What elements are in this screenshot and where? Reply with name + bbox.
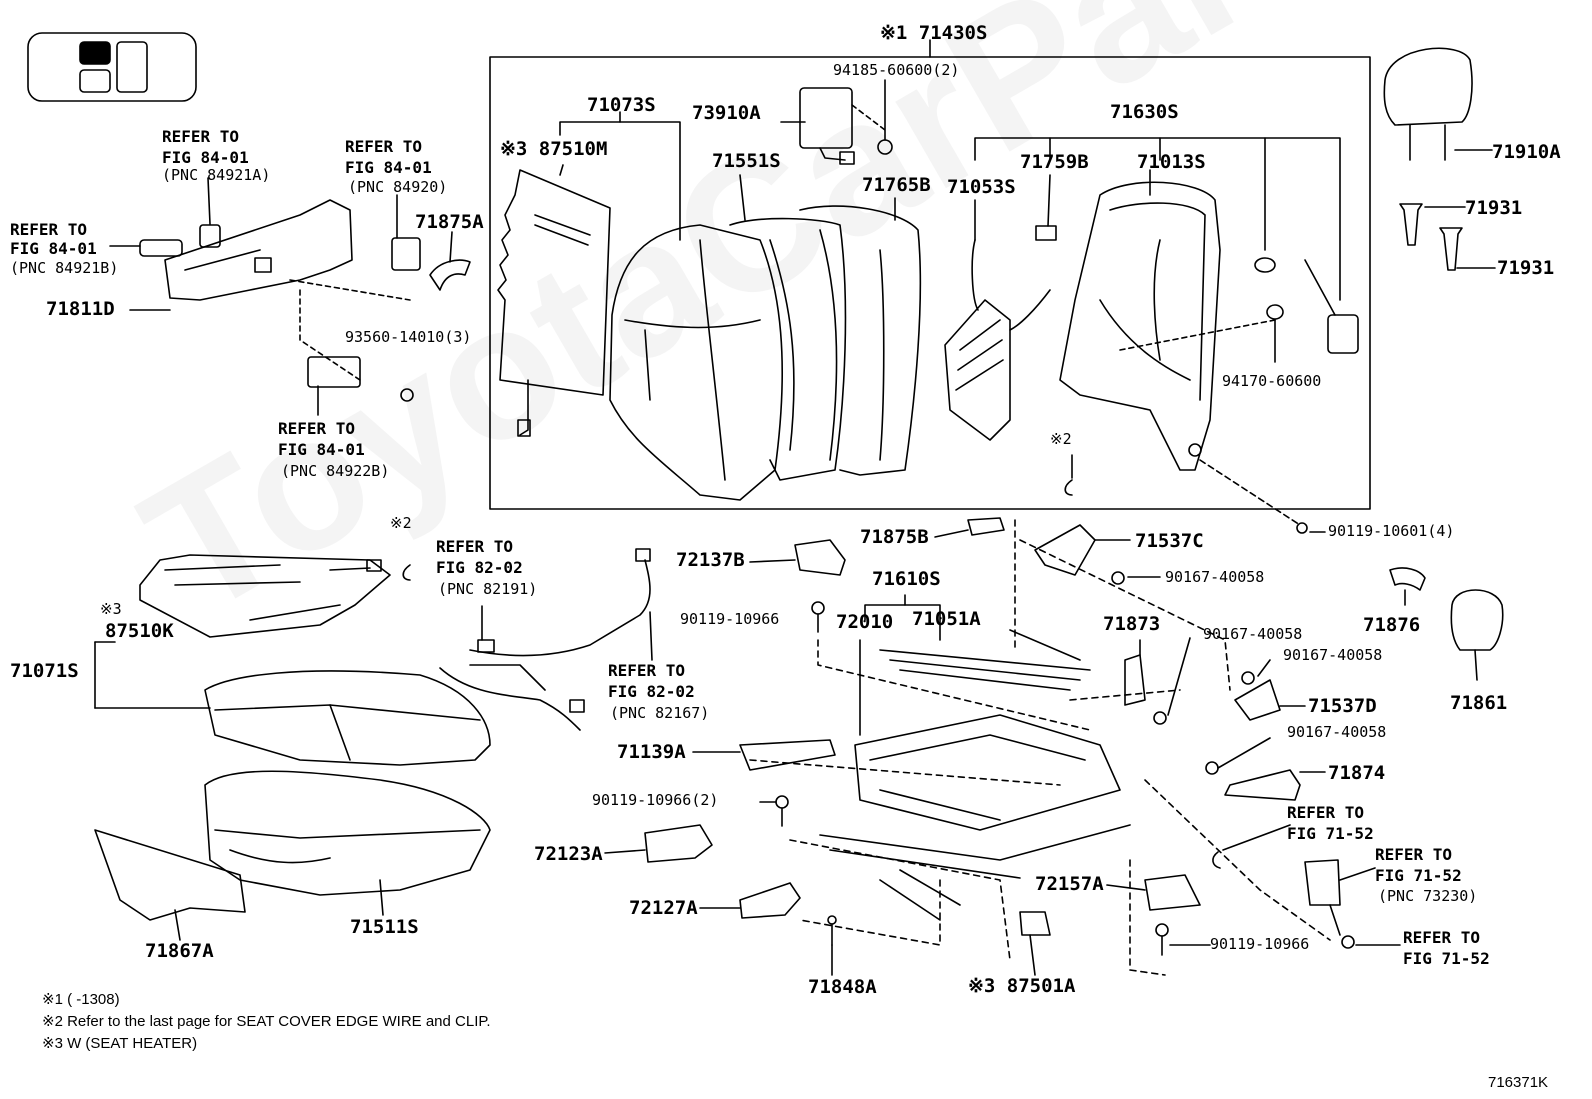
refer-84920-line3: (PNC 84920) — [348, 178, 448, 196]
refer-84921B-line2: FIG 84-01 — [10, 239, 97, 258]
part-label-90119-10966-b: 90119-10966(2) — [592, 791, 719, 809]
part-label-71873: 71873 — [1103, 613, 1161, 635]
part-label-71759B: 71759B — [1020, 151, 1089, 173]
part-label-71610S: 71610S — [872, 568, 941, 590]
part-label-71511S: 71511S — [350, 916, 419, 938]
part-label-72127A: 72127A — [629, 897, 698, 919]
part-label-90119-10601: 90119-10601(4) — [1328, 522, 1455, 540]
part-label-71867A: 71867A — [145, 940, 214, 962]
part-label-71073S: 71073S — [587, 94, 656, 116]
refer-73230-line2: FIG 71-52 — [1375, 866, 1462, 885]
part-label-90167-40058-c: 90167-40058 — [1283, 646, 1383, 664]
part-label-72137B: 72137B — [676, 549, 745, 571]
part-label-71875A: 71875A — [415, 211, 484, 233]
refer-73230-line3: (PNC 73230) — [1378, 887, 1478, 905]
refer-84921A-line1: REFER TO — [162, 127, 240, 146]
part-label-71071S: 71071S — [10, 660, 79, 682]
part-label-71537C: 71537C — [1135, 530, 1204, 552]
part-label-87510K: 87510K — [105, 620, 174, 642]
part-label-71848A: 71848A — [808, 976, 877, 998]
part-label-73910A: 73910A — [692, 102, 761, 124]
footnote-2: ※2 Refer to the last page for SEAT COVER… — [42, 1013, 491, 1030]
footnote-1: ※1 ( -1308) — [42, 991, 120, 1008]
part-label-72157A: 72157A — [1035, 873, 1104, 895]
part-label-94170-60600: 94170-60600 — [1222, 372, 1322, 390]
seatback-assembly-frame — [489, 56, 1371, 510]
refer-82191-line2: FIG 82-02 — [436, 558, 523, 577]
part-label-71537D: 71537D — [1308, 695, 1377, 717]
refer-84922B-line3: (PNC 84922B) — [281, 462, 390, 480]
refer-82191-line3: (PNC 82191) — [438, 580, 538, 598]
refer-82191-line1: REFER TO — [436, 537, 514, 556]
figure-id: 716371K — [1488, 1074, 1549, 1091]
refer-73230-line1: REFER TO — [1375, 845, 1453, 864]
part-label-87510M: ※3 87510M — [500, 138, 608, 160]
refer-84921B-line1: REFER TO — [10, 220, 88, 239]
seat-position-icon — [27, 32, 197, 102]
part-label-71053S: 71053S — [947, 176, 1016, 198]
note-mark-2-center: ※2 — [1050, 430, 1072, 448]
part-label-90167-40058-d: 90167-40058 — [1287, 723, 1387, 741]
refer-84921B-line3: (PNC 84921B) — [10, 259, 119, 277]
refer-84922B-line1: REFER TO — [278, 419, 356, 438]
part-label-72010: 72010 — [836, 611, 894, 633]
part-label-71013S: 71013S — [1137, 151, 1206, 173]
refer-82167-line1: REFER TO — [608, 661, 686, 680]
part-label-93560-14010: 93560-14010(3) — [345, 328, 472, 346]
assembly-label-71430S: ※1 71430S — [880, 22, 988, 44]
part-label-90167-40058-a: 90167-40058 — [1165, 568, 1265, 586]
part-label-71910A: 71910A — [1492, 141, 1561, 163]
part-label-71861: 71861 — [1450, 692, 1508, 714]
part-label-71875B: 71875B — [860, 526, 929, 548]
refer-71-52-b-line2: FIG 71-52 — [1403, 949, 1490, 968]
refer-82167-line3: (PNC 82167) — [610, 704, 710, 722]
refer-71-52-a-line2: FIG 71-52 — [1287, 824, 1374, 843]
note-mark-2-left: ※2 — [390, 514, 412, 532]
part-label-71811D: 71811D — [46, 298, 115, 320]
part-label-87501A: ※3 87501A — [968, 975, 1076, 997]
refer-84921A-line2: FIG 84-01 — [162, 148, 249, 167]
part-label-71931-upper: 71931 — [1465, 197, 1523, 219]
part-label-90119-10966-a: 90119-10966 — [680, 610, 780, 628]
part-label-71765B: 71765B — [862, 174, 931, 196]
note-mark-87510K: ※3 — [100, 600, 122, 618]
part-label-90119-10966-c: 90119-10966 — [1210, 935, 1310, 953]
refer-84920-line1: REFER TO — [345, 137, 423, 156]
part-label-71874: 71874 — [1328, 762, 1386, 784]
part-label-71139A: 71139A — [617, 741, 686, 763]
refer-84920-line2: FIG 84-01 — [345, 158, 432, 177]
part-label-71551S: 71551S — [712, 150, 781, 172]
refer-71-52-b-line1: REFER TO — [1403, 928, 1481, 947]
part-label-71630S: 71630S — [1110, 101, 1179, 123]
part-label-71051A: 71051A — [912, 608, 981, 630]
refer-84921A-line3: (PNC 84921A) — [162, 166, 271, 184]
part-label-90167-40058-b: 90167-40058 — [1203, 625, 1303, 643]
part-label-71876: 71876 — [1363, 614, 1421, 636]
part-label-71931-lower: 71931 — [1497, 257, 1555, 279]
refer-84922B-line2: FIG 84-01 — [278, 440, 365, 459]
part-label-72123A: 72123A — [534, 843, 603, 865]
part-label-94185-60600: 94185-60600(2) — [833, 61, 960, 79]
refer-82167-line2: FIG 82-02 — [608, 682, 695, 701]
footnote-3: ※3 W (SEAT HEATER) — [42, 1035, 198, 1052]
refer-71-52-a-line1: REFER TO — [1287, 803, 1365, 822]
